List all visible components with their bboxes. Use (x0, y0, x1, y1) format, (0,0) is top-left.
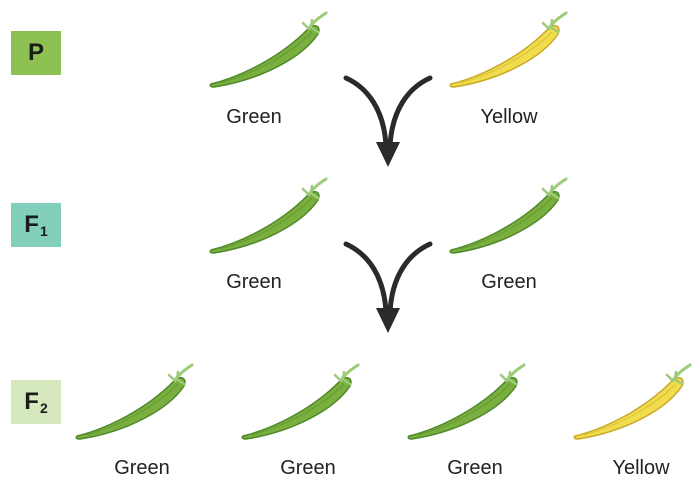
generation-label-text: F (24, 388, 39, 416)
pod-caption: Green (248, 457, 368, 480)
pea-pod-icon (208, 10, 333, 90)
pea-pod-icon (74, 362, 199, 442)
generation-label-text: F (24, 211, 39, 239)
pod-caption: Yellow (581, 457, 697, 480)
pod-caption: Green (82, 457, 202, 480)
cross-arrow-icon (340, 236, 436, 336)
pea-pod-icon (406, 362, 531, 442)
pea-pod-icon (448, 176, 573, 256)
generation-label-subscript: 2 (40, 400, 48, 416)
generation-label-subscript: 1 (40, 223, 48, 239)
pea-pod-icon (448, 10, 573, 90)
pod-caption: Green (194, 271, 314, 294)
pod-caption: Green (194, 106, 314, 129)
generation-label-p: P (11, 31, 61, 75)
cross-arrow-icon (340, 70, 436, 170)
generation-label-text: P (28, 39, 44, 67)
pea-pod-icon (572, 362, 697, 442)
pod-caption: Green (449, 271, 569, 294)
pod-caption: Green (415, 457, 535, 480)
pea-pod-icon (240, 362, 365, 442)
pea-pod-icon (208, 176, 333, 256)
pod-caption: Yellow (449, 106, 569, 129)
